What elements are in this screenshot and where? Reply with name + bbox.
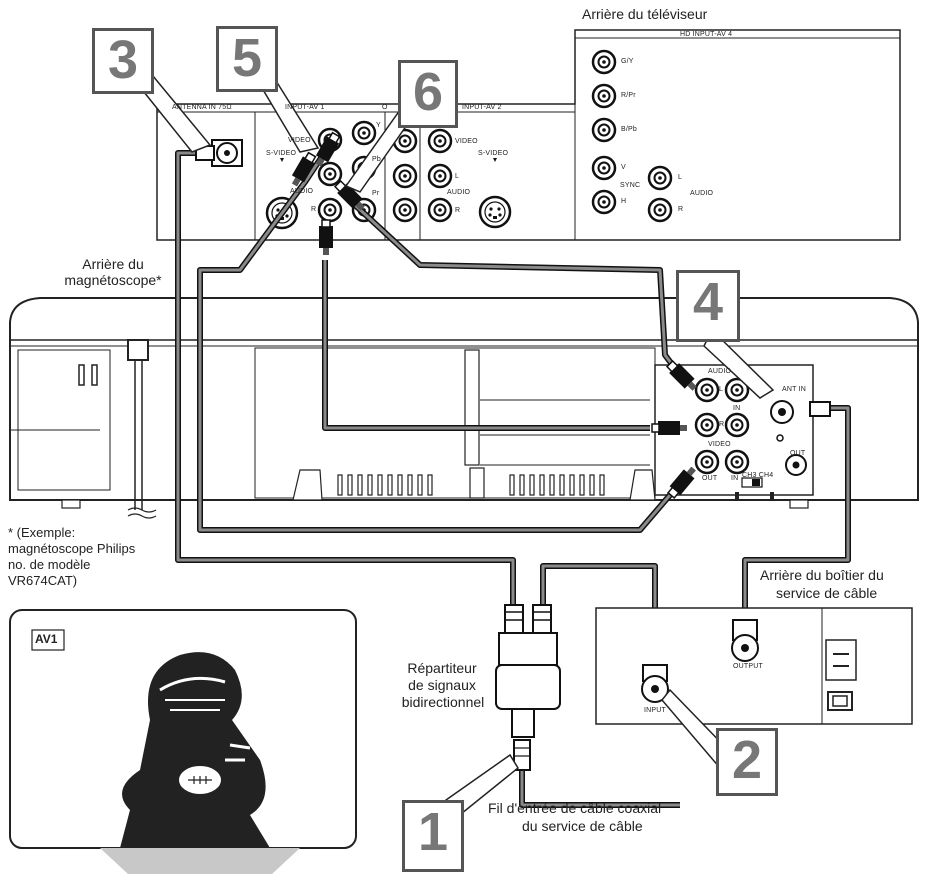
hd-l-label: L	[678, 174, 683, 181]
vcr-l-label: L	[719, 386, 724, 393]
tv-screen-inset	[9, 609, 357, 874]
rpr-label: R/Pr	[621, 92, 636, 99]
splitter-label-3: bidirectionnel	[401, 694, 485, 710]
vcr-ch-label: CH3 CH4	[742, 472, 774, 479]
v-label: V	[621, 164, 626, 171]
bpb-label: B/Pb	[621, 126, 637, 133]
hd-input-label: HD INPUT-AV 4	[680, 31, 733, 38]
o-label: O	[382, 104, 388, 111]
hd-audio-label: AUDIO	[690, 190, 714, 197]
av1-label: INPUT-AV 1	[285, 104, 325, 111]
vcr-ant-in-label: ANT IN	[782, 386, 807, 393]
antenna-label: ANTENNA IN 75Ω	[172, 104, 232, 111]
av2-label: INPUT-AV 2	[462, 104, 502, 111]
y-label: Y	[376, 122, 381, 129]
av2-r-label: R	[455, 207, 461, 214]
cables	[175, 150, 851, 808]
cable-box-output-label: OUTPUT	[733, 663, 763, 670]
screen-badge: AV1	[35, 632, 58, 646]
av2-video-label: VIDEO	[455, 138, 478, 145]
step-1-callout: 1	[402, 800, 464, 872]
splitter-label-1: Répartiteur	[407, 660, 477, 676]
sync-label: SYNC	[620, 182, 641, 189]
step-6-callout: 6	[398, 60, 458, 128]
hd-r-label: R	[678, 206, 684, 213]
av1-audio-label: AUDIO	[290, 188, 314, 195]
splitter-label-2: de signaux	[408, 677, 476, 693]
step-4-callout: 4	[676, 270, 740, 342]
pr-label: Pr	[372, 190, 380, 197]
av1-svideo-label: S-VIDEO	[266, 150, 297, 157]
vcr-rear-label-2: magnétoscope*	[64, 272, 162, 288]
cable-box	[595, 607, 913, 725]
vcr-body	[9, 297, 919, 519]
cable-box-label-1: Arrière du boîtier du	[760, 567, 884, 583]
av1-video-label: VIDEO	[288, 137, 311, 144]
example-note-1: * (Exemple:	[8, 525, 76, 540]
h-label: H	[621, 198, 627, 205]
step-5-callout: 5	[216, 26, 278, 92]
tv-antenna-jack	[211, 139, 243, 167]
vcr-rear-label-1: Arrière du	[82, 256, 144, 272]
av1-r-label: R	[311, 206, 317, 213]
cable-box-label-2: service de câble	[776, 585, 878, 601]
av2-svideo-label: S-VIDEO	[478, 150, 509, 157]
vcr-video-label: VIDEO	[708, 441, 731, 448]
tv-rear-label: Arrière du téléviseur	[582, 6, 708, 22]
av2-l-label: L	[455, 173, 460, 180]
vcr-ant-out-label: OUT	[790, 450, 806, 457]
gy-label: G/Y	[621, 58, 634, 65]
coax-label-1: Fil d'entrée de câble coaxial	[488, 800, 662, 816]
step-3-callout: 3	[92, 28, 154, 94]
vcr-in2-label: IN	[731, 475, 739, 482]
vcr-audio-label: AUDIO	[708, 368, 732, 375]
vcr-r-label: R	[719, 421, 725, 428]
example-note-2: magnétoscope Philips	[8, 541, 136, 556]
example-note-4: VR674CAT)	[8, 573, 78, 588]
pb-label: Pb	[372, 156, 381, 163]
coax-label-2: du service de câble	[522, 818, 643, 834]
cable-box-input-label: INPUT	[644, 707, 666, 714]
vcr-out-label: OUT	[702, 475, 718, 482]
example-note-3: no. de modèle	[8, 557, 91, 572]
step-2-callout: 2	[716, 728, 778, 796]
vcr-in-label: IN	[733, 405, 741, 412]
splitter	[495, 604, 561, 771]
callout-leaders	[143, 66, 775, 820]
football-player-image	[120, 652, 270, 848]
av2-audio-label: AUDIO	[447, 189, 471, 196]
